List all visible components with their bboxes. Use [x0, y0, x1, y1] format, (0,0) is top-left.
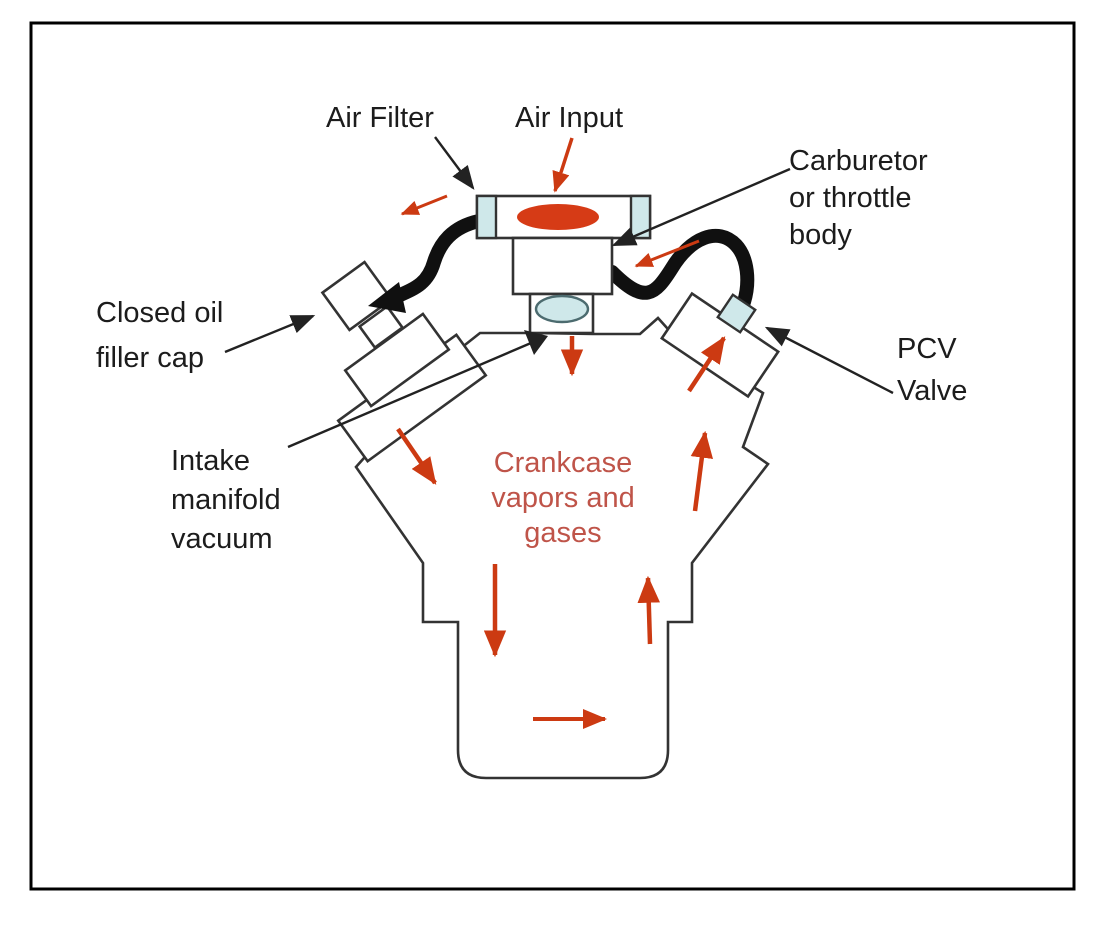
- right-upflow-arrow: [690, 430, 714, 512]
- left-downflow-arrow: [396, 427, 437, 485]
- pcv-valve-label: PCV Valve: [897, 333, 968, 407]
- air-filter-end-left: [475, 194, 498, 240]
- engine-block-outline: [343, 316, 770, 780]
- filler-neck: [357, 304, 405, 350]
- hose-tip-left: [368, 282, 406, 313]
- carburetor-label: Carburetor or throttle body: [789, 145, 928, 251]
- air-filter-label: Air Filter: [326, 102, 434, 134]
- intake-manifold-label: Intake manifold vacuum: [171, 445, 281, 555]
- air-filter-end-right: [629, 194, 652, 240]
- intake-pointer-line: [287, 341, 532, 449]
- filter-outflow-arrow: [400, 194, 448, 216]
- to-pcv-arrow: [687, 336, 726, 393]
- oil-cap-pointer-arrow: [224, 314, 316, 354]
- pcv-valve-body: [716, 293, 757, 334]
- oil-filler-cap: [320, 260, 394, 332]
- air-input-arrow: [552, 137, 574, 193]
- carburetor-pointer-arrow: [611, 167, 791, 247]
- flow-arrows: [396, 137, 726, 729]
- throttle-plate: [534, 294, 590, 324]
- crankcase-vapors-label: Crankcase vapors and gases: [491, 447, 635, 549]
- pcv-pointer-arrow: [764, 326, 894, 395]
- carburetor-body: [511, 236, 614, 296]
- air-filter-assembly: [475, 194, 652, 240]
- oil-filler-cap-label: Closed oil filler cap: [96, 297, 224, 374]
- intake-pointer-arrowhead: [524, 330, 548, 355]
- breather-hose-left: [391, 214, 486, 303]
- air-filter-element: [517, 204, 599, 230]
- to-carburetor-arrow: [634, 239, 700, 268]
- crankcase-up-arrow: [637, 575, 660, 645]
- air-input-label: Air Input: [515, 102, 623, 134]
- air-filter-pointer-arrow: [434, 136, 475, 190]
- valve-cover-left: [320, 260, 488, 463]
